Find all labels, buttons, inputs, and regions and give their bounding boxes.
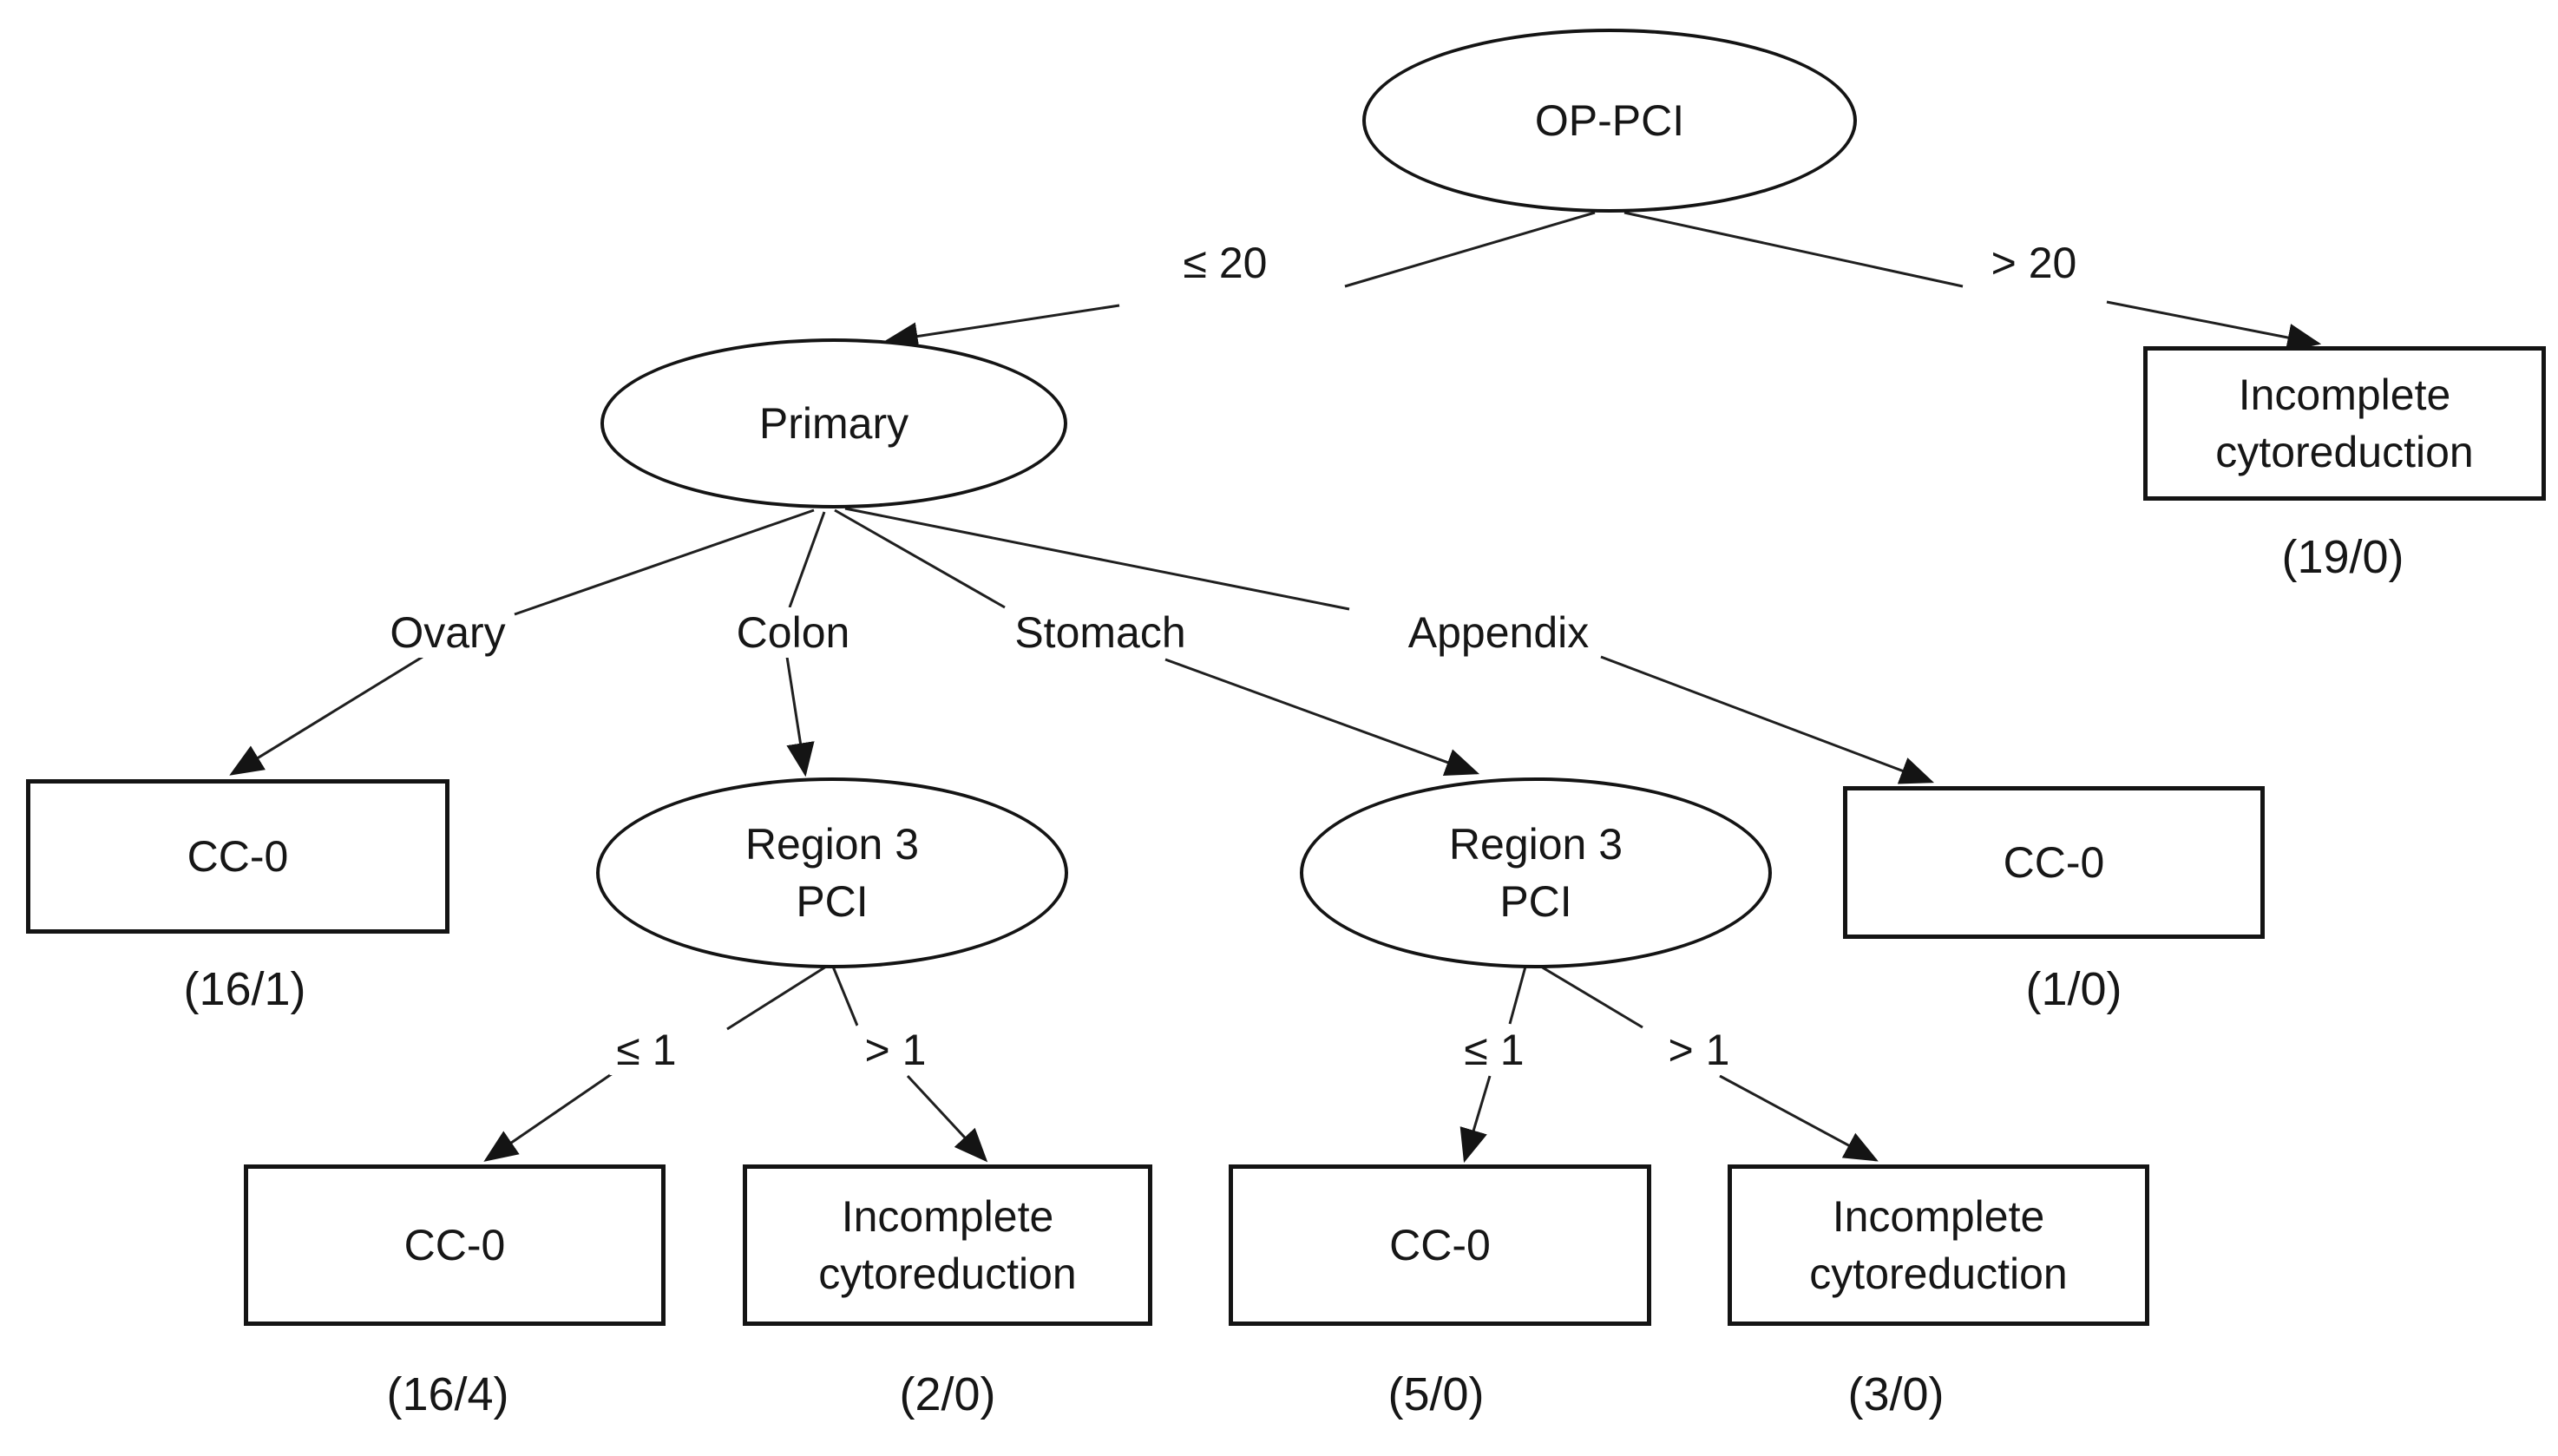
node-region3-pci-colon-label: Region 3 PCI — [744, 820, 920, 926]
edge-label-colon: Colon — [729, 607, 857, 658]
edge-primary-appendix-line — [844, 507, 1935, 784]
edge-op-pci-to-incomplete-line — [1623, 211, 2322, 352]
leaf-cc0-colon: CC-0 — [244, 1164, 666, 1326]
edge-region3-colon-le1-line — [483, 965, 827, 1162]
edge-label-le-1-stomach: ≤ 1 — [1457, 1025, 1532, 1075]
count-incomplete-colon: (2/0) — [899, 1368, 996, 1420]
edge-primary-colon-line — [785, 511, 826, 777]
node-region3-pci-stomach: Region 3 PCI — [1300, 777, 1772, 968]
leaf-cc0-ovary: CC-0 — [26, 779, 449, 934]
edge-primary-stomach-line — [834, 508, 1480, 777]
edge-region3-stomach-gt1-line — [1540, 965, 1879, 1162]
edge-primary-ovary-line — [229, 508, 815, 776]
edge-label-le-1-colon: ≤ 1 — [609, 1025, 684, 1075]
node-op-pci-label: OP-PCI — [1534, 96, 1685, 145]
leaf-cc0-appendix: CC-0 — [1843, 786, 2265, 939]
count-cc0-colon: (16/4) — [386, 1368, 509, 1420]
count-cc0-stomach: (5/0) — [1387, 1368, 1485, 1420]
leaf-incomplete-cytoreduction-top: Incomplete cytoreduction — [2143, 346, 2546, 501]
edge-label-le-20: ≤ 20 — [1176, 238, 1275, 288]
edge-label-stomach: Stomach — [1007, 607, 1193, 658]
leaf-incomplete-colon-label: Incomplete cytoreduction — [818, 1192, 1077, 1298]
node-primary-label: Primary — [758, 399, 909, 448]
leaf-cc0-stomach: CC-0 — [1229, 1164, 1651, 1326]
edge-region3-stomach-le1-line — [1459, 966, 1527, 1164]
edge-label-gt-20: > 20 — [1984, 238, 2084, 288]
node-op-pci: OP-PCI — [1362, 29, 1857, 213]
edge-label-gt-1-colon: > 1 — [857, 1025, 934, 1075]
leaf-incomplete-cytoreduction-stomach: Incomplete cytoreduction — [1728, 1164, 2149, 1326]
edge-label-ovary: Ovary — [383, 607, 513, 658]
edge-op-pci-to-primary-line — [883, 211, 1596, 351]
leaf-cc0-ovary-label: CC-0 — [187, 832, 289, 881]
node-region3-pci-colon: Region 3 PCI — [596, 777, 1068, 968]
edge-label-gt-1-stomach: > 1 — [1661, 1025, 1737, 1075]
leaf-incomplete-cytoreduction-colon: Incomplete cytoreduction — [743, 1164, 1152, 1326]
count-incomplete-stomach: (3/0) — [1847, 1368, 1945, 1420]
leaf-cc0-colon-label: CC-0 — [403, 1221, 506, 1269]
leaf-cc0-appendix-label: CC-0 — [2003, 838, 2105, 887]
leaf-cc0-stomach-label: CC-0 — [1389, 1221, 1491, 1269]
count-cc0-ovary: (16/1) — [183, 963, 306, 1015]
count-incomplete-top: (19/0) — [2281, 531, 2404, 583]
leaf-incomplete-top-label: Incomplete cytoreduction — [2215, 371, 2474, 476]
edge-label-appendix: Appendix — [1400, 607, 1597, 658]
node-region3-pci-stomach-label: Region 3 PCI — [1448, 820, 1623, 926]
edge-region3-colon-gt1-line — [831, 966, 988, 1163]
node-primary: Primary — [600, 338, 1067, 508]
leaf-incomplete-stomach-label: Incomplete cytoreduction — [1809, 1192, 2068, 1298]
count-cc0-appendix: (1/0) — [2025, 963, 2122, 1015]
